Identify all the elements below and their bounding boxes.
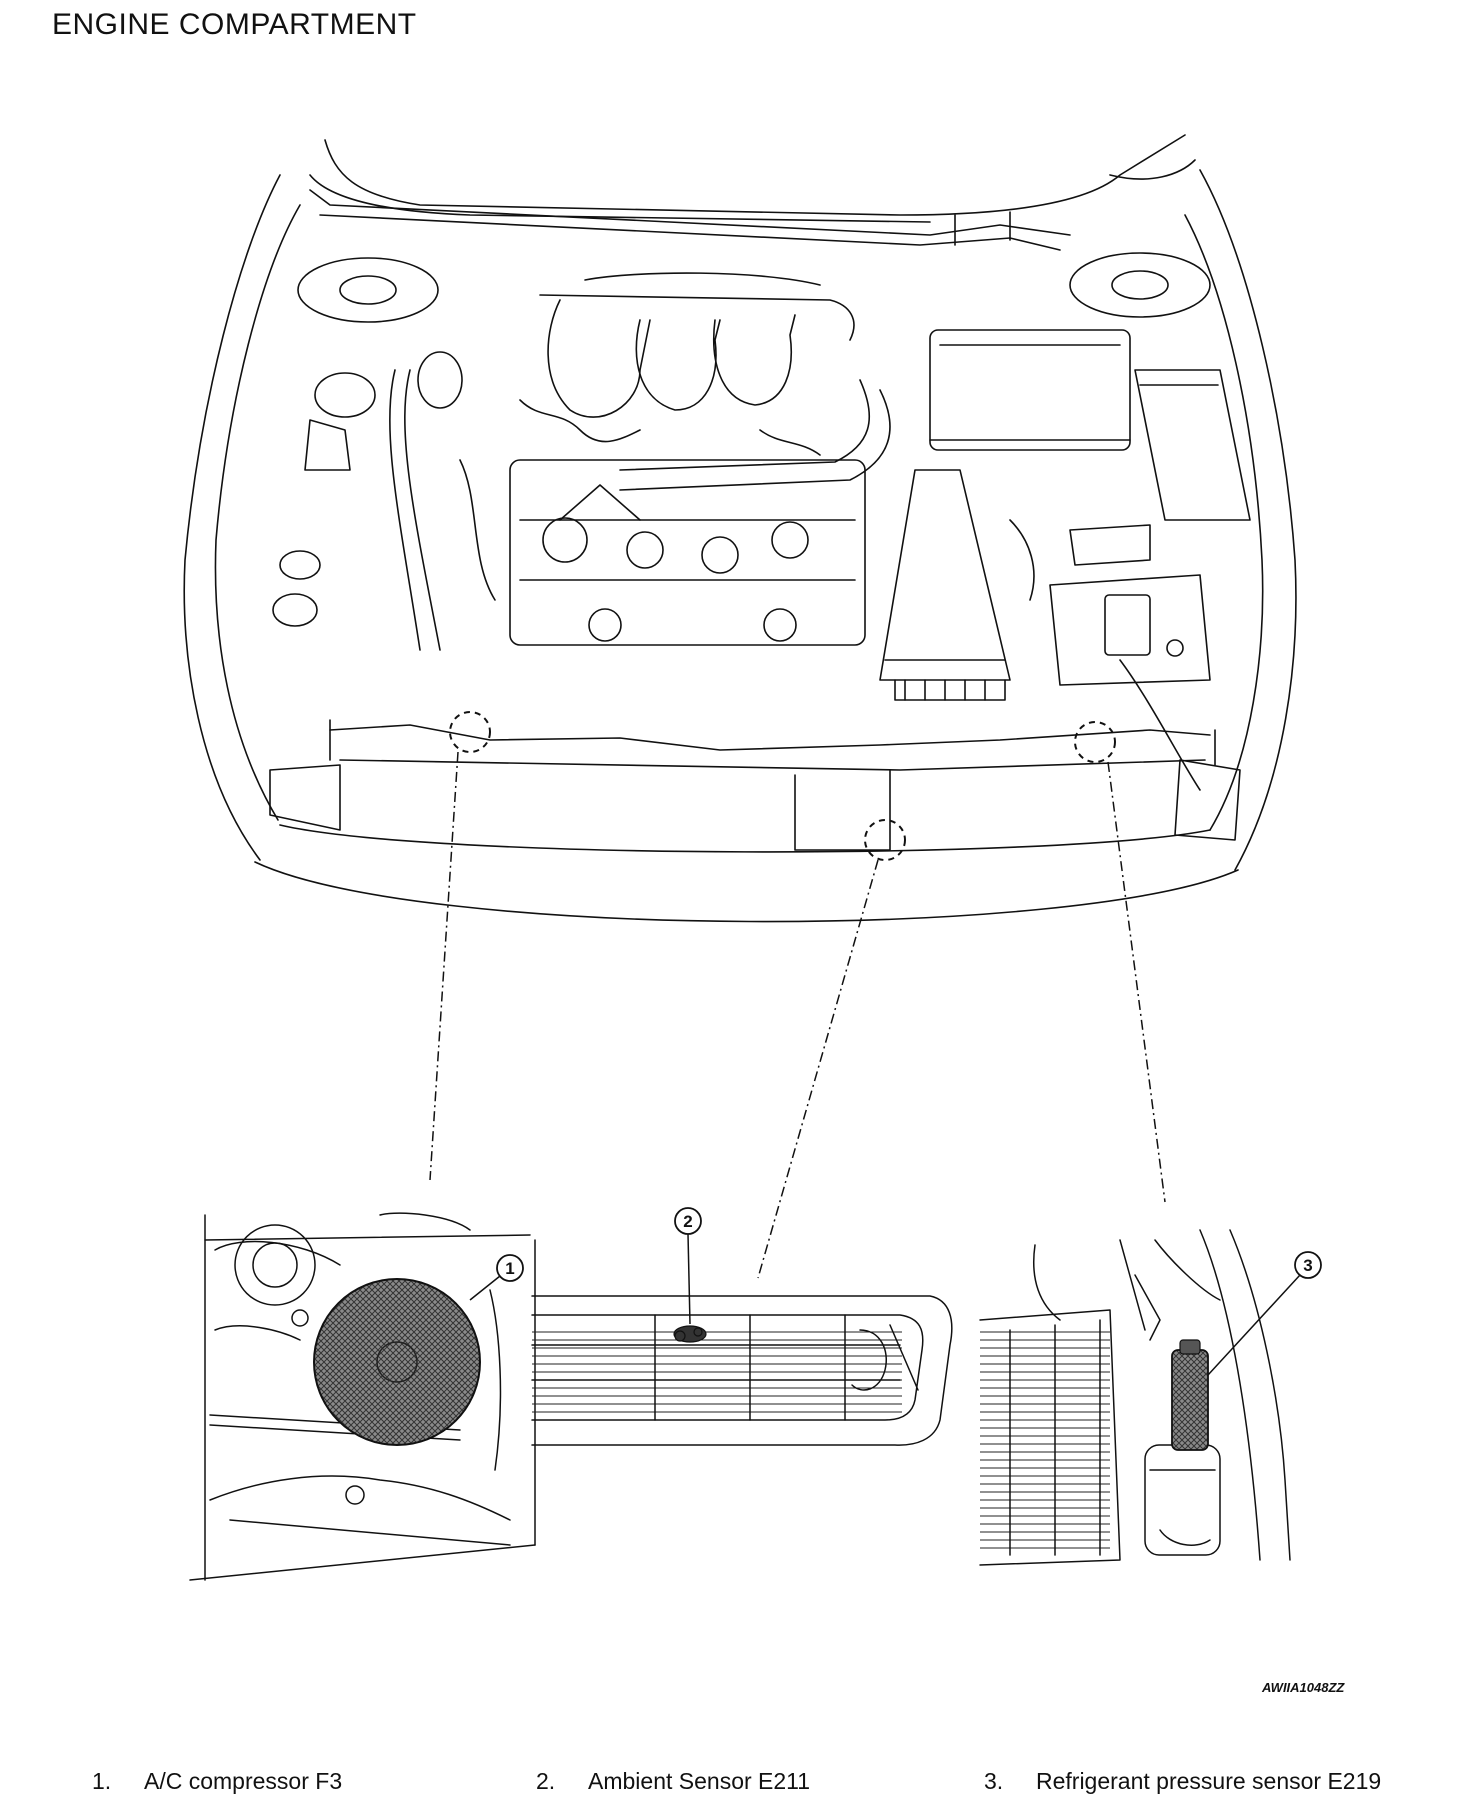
legend-label: A/C compressor F3 bbox=[144, 1768, 343, 1794]
leader-lines bbox=[429, 751, 1166, 1279]
inset-ambient-sensor bbox=[531, 1295, 953, 1446]
ambient-sensor-body bbox=[673, 1325, 707, 1343]
location-markers bbox=[449, 711, 1116, 861]
callout-2: 2 bbox=[674, 1207, 702, 1325]
location-marker-3 bbox=[1074, 721, 1116, 763]
engine-bay-illustration bbox=[183, 134, 1297, 923]
leader-line-2 bbox=[757, 859, 879, 1279]
legend-item-3: 3. Refrigerant pressure sensor E219 bbox=[984, 1768, 1381, 1795]
leader-line-1 bbox=[429, 751, 459, 1181]
callout-3: 3 bbox=[1207, 1251, 1322, 1376]
figure-code: AWIIA1048ZZ bbox=[1262, 1680, 1345, 1695]
location-marker-2 bbox=[864, 819, 906, 861]
inset-ac-compressor bbox=[189, 1212, 536, 1581]
svg-text:1: 1 bbox=[505, 1259, 514, 1278]
legend-number: 1. bbox=[92, 1768, 112, 1794]
legend-number: 2. bbox=[536, 1768, 556, 1794]
callout-1: 1 bbox=[469, 1254, 524, 1301]
location-marker-1 bbox=[449, 711, 491, 753]
leader-line-3 bbox=[1107, 761, 1166, 1203]
refrigerant-sensor-body bbox=[1171, 1339, 1209, 1451]
legend-label: Ambient Sensor E211 bbox=[588, 1768, 811, 1794]
ac-compressor-body bbox=[313, 1278, 481, 1446]
legend-item-2: 2. Ambient Sensor E211 bbox=[536, 1768, 810, 1795]
inset-refrigerant-pressure-sensor bbox=[979, 1229, 1291, 1566]
legend-item-1: 1. A/C compressor F3 bbox=[92, 1768, 342, 1795]
svg-text:3: 3 bbox=[1303, 1256, 1312, 1275]
page-title: ENGINE COMPARTMENT bbox=[52, 8, 417, 41]
legend-number: 3. bbox=[984, 1768, 1004, 1794]
legend-label: Refrigerant pressure sensor E219 bbox=[1036, 1768, 1382, 1794]
svg-text:2: 2 bbox=[683, 1212, 692, 1231]
